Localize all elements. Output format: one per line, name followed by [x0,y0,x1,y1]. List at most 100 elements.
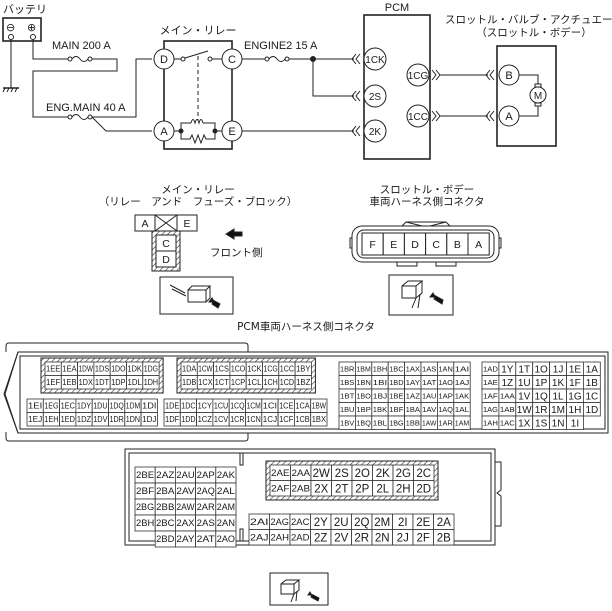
pcm-pin-1aq: 1AQ [436,402,455,417]
pcm-pin-2ag: 2AG [269,513,291,530]
pcm-pin-1aw: 1AW [420,415,438,430]
svg-text:1L: 1L [552,391,564,402]
svg-text:1H: 1H [569,405,582,416]
svg-text:2BE: 2BE [136,470,154,480]
pcm-pin-1bc: 1BC [387,361,406,376]
pcm-pin-2p: 2P [351,480,373,497]
svg-text:2A: 2A [437,517,451,529]
relay-connector-pin-c: C [162,238,170,250]
front-arrow-icon [225,228,243,240]
svg-text:C: C [432,239,440,251]
pcm-pin-1eg: 1EG [42,398,60,413]
pcm-pin-1dd: 1DD [179,412,198,427]
pcm-pin-1bt: 1BT [338,388,356,403]
svg-text:1BG: 1BG [389,418,404,427]
actuator-pin-b: B [505,70,512,82]
svg-text:2AB: 2AB [292,483,311,493]
pcm-pin-1b: 1B [583,375,601,390]
pcm-pin-1bi: 1BI [371,375,389,390]
pcm-pin-1cz: 1CZ [196,412,214,427]
svg-text:1DG: 1DG [144,365,158,374]
battery-neg-terminal: ⊖ [6,22,15,34]
svg-text:1AR: 1AR [438,418,453,427]
svg-text:1V: 1V [518,391,531,402]
svg-text:2C: 2C [416,468,431,480]
svg-text:1CC: 1CC [280,365,294,374]
svg-text:2AI: 2AI [250,517,269,527]
pcm-pin-1x: 1X [515,415,534,430]
actuator-title: スロットル・バルブ・アクチュエータ [445,13,612,26]
relay-connector-pin-a: A [141,218,148,230]
pcm-pin-1ej: 1EJ [26,412,44,427]
svg-text:1BH: 1BH [373,364,387,373]
pcm-pin-1e: 1E [566,361,584,376]
pcm-pin-1l: 1L [549,388,567,403]
pcm-pin-1ar: 1AR [436,415,455,430]
pcm-pin-1cs: 1CS [213,361,231,376]
pcm-pin-1n: 1N [549,415,567,430]
pcm-pin-2r: 2R [351,529,373,546]
pcm-pin-2be: 2BE [134,466,156,484]
svg-text:1CJ: 1CJ [263,415,277,424]
pcm-pin-1av: 1AV [420,402,438,417]
pcm-pin-1ac: 1AC [498,415,517,430]
svg-text:1DV: 1DV [93,415,108,424]
svg-text:1BP: 1BP [356,405,370,414]
svg-text:1CN: 1CN [247,415,261,424]
pcm-pin-1cc: 1CC [278,361,296,376]
pcm-pin-1ei: 1EI [26,398,44,413]
pcm-pin-1ak: 1AK [453,388,471,403]
svg-text:1BF: 1BF [389,405,404,414]
svg-text:2BD: 2BD [156,534,175,544]
pcm-pin-2aj: 2AJ [248,529,270,546]
pcm-pin-2f: 2F [412,529,434,546]
svg-text:2J: 2J [397,532,409,544]
svg-text:1BO: 1BO [356,391,371,400]
svg-text:1K: 1K [552,378,565,389]
svg-text:2M: 2M [374,517,390,529]
actuator-box [496,45,557,147]
svg-text:1Z: 1Z [502,378,514,389]
svg-text:1AG: 1AG [483,405,498,414]
pcm-pin-1cb: 1CB [293,412,312,427]
pcm-pin-1ap: 1AP [436,388,455,403]
throttle-connector-pin-e: E [382,232,405,256]
relay-connector-pin-d: D [162,254,170,266]
pcm-pin-1r: 1R [532,402,551,417]
svg-text:1G: 1G [568,391,582,402]
pcm-pin-2e: 2E [412,513,434,530]
pcm-pin-1aa: 1AA [498,388,517,403]
ground-icon [2,87,19,93]
pcm-pin-1cp: 1CP [229,375,247,390]
pcm-pin-1ce: 1CE [277,398,295,413]
pcm-pin-1bk: 1BK [371,402,389,417]
svg-text:1CB: 1CB [295,415,309,424]
svg-text:1AF: 1AF [483,391,498,400]
svg-text:1CK: 1CK [247,365,262,374]
pcm-pin-1ds: 1DS [93,361,111,376]
pcm-pin-1bb: 1BB [404,415,422,430]
svg-text:1AA: 1AA [500,391,515,400]
svg-text:1BS: 1BS [340,378,354,387]
pcm-pin-1dh: 1DH [142,375,160,390]
pcm-pin-2bf: 2BF [134,482,156,500]
svg-text:1CS: 1CS [215,365,229,374]
relay-title: メイン・リレー [160,24,237,37]
svg-text:2V: 2V [334,532,348,544]
pcm-pin-1cw: 1CW [196,361,215,376]
svg-text:2AO: 2AO [217,534,235,544]
main-relay [163,40,233,150]
svg-text:2T: 2T [335,483,348,495]
pcm-pin-1bz: 1BZ [294,375,312,390]
svg-text:1Y: 1Y [501,364,514,375]
actuator-pin-a: A [505,111,513,123]
relay-coil-icon [174,119,222,145]
svg-text:1DY: 1DY [77,402,92,411]
pcm-pin-1cq: 1CQ [228,398,246,413]
svg-text:1CP: 1CP [231,378,245,387]
svg-text:1BT: 1BT [340,391,355,400]
relay-connector-illustration [159,276,234,315]
svg-text:2BC: 2BC [156,518,175,528]
